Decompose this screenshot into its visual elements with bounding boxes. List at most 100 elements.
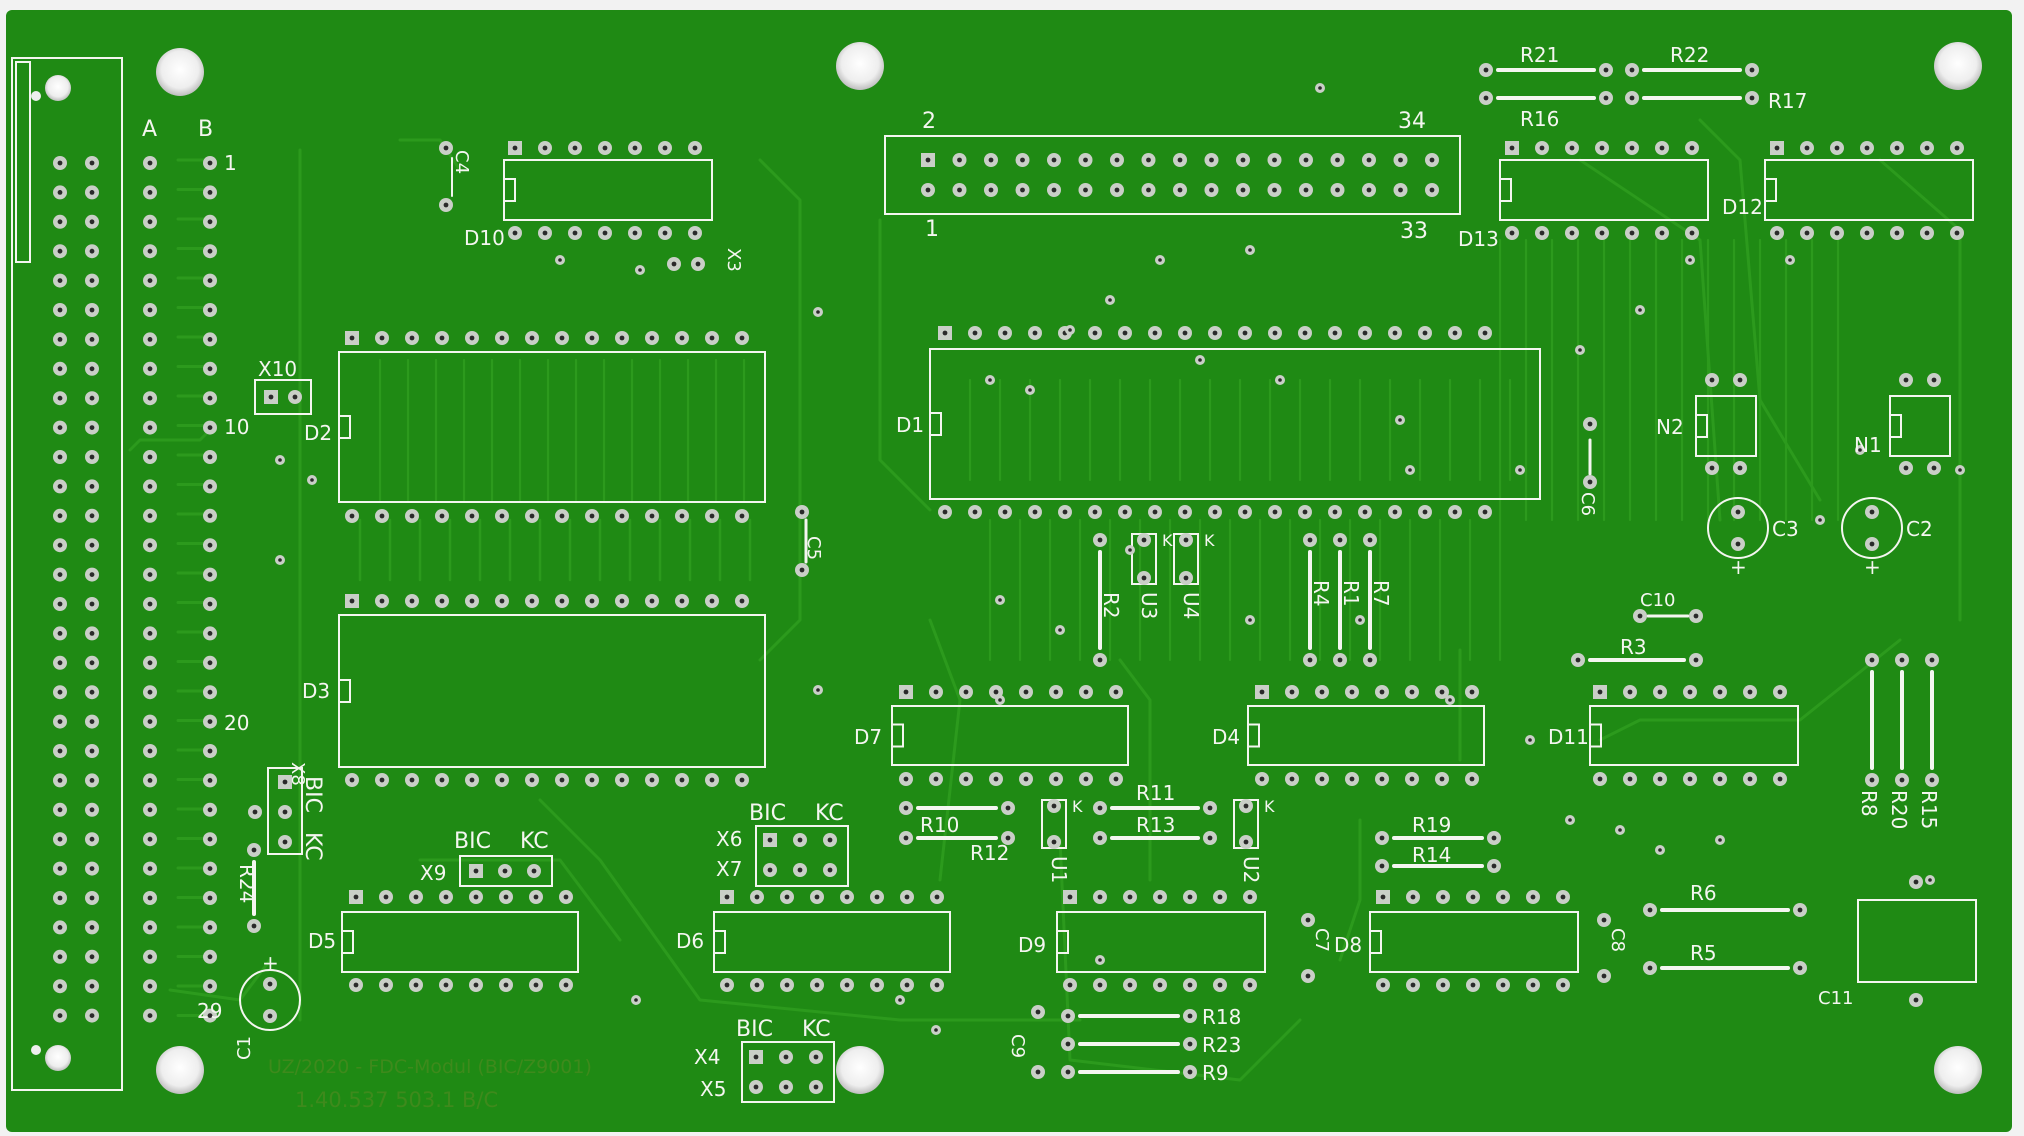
pad-hole	[282, 809, 288, 815]
pad-hole	[1539, 145, 1545, 151]
pad-hole	[349, 777, 355, 783]
pad-hole	[89, 542, 95, 548]
label-c8: C8	[1607, 928, 1628, 952]
pad-hole	[89, 160, 95, 166]
pad-hole	[1797, 965, 1803, 971]
pad-hole	[1687, 776, 1693, 782]
pad-hole	[662, 145, 668, 151]
pad-hole	[439, 335, 445, 341]
pad-hole	[649, 513, 655, 519]
pad-hole	[1157, 894, 1163, 900]
pad-hole	[1032, 330, 1038, 336]
pad-hole	[739, 513, 745, 519]
label-d4: D4	[1212, 725, 1240, 749]
via-hole	[1958, 468, 1962, 472]
pad-hole	[89, 248, 95, 254]
pad-hole	[1187, 894, 1193, 900]
pad-hole	[57, 719, 63, 724]
pad-hole	[1804, 145, 1810, 151]
pad-hole	[147, 278, 153, 283]
mounting-holes	[31, 42, 1982, 1094]
pad-hole	[1065, 1013, 1071, 1019]
pad-hole	[1749, 67, 1755, 73]
pad-hole	[797, 837, 803, 843]
x4x5-outline	[741, 1041, 835, 1103]
label-r23: R23	[1202, 1033, 1241, 1057]
label-d7: D7	[854, 725, 882, 749]
pad-hole	[814, 982, 820, 988]
pad-hole	[499, 513, 505, 519]
pad-hole	[1689, 145, 1695, 151]
label-r18: R18	[1202, 1005, 1241, 1029]
pad-hole	[1242, 509, 1248, 515]
pad-hole	[1305, 917, 1311, 923]
pad-hole	[89, 601, 95, 607]
pad-hole	[147, 660, 153, 666]
x1-row-29-label: 29	[197, 999, 222, 1023]
pad-hole	[89, 307, 95, 313]
pad-hole	[147, 366, 153, 372]
pad-hole	[1187, 1041, 1193, 1047]
pad-hole	[874, 982, 880, 988]
x1-row-10-label: 10	[224, 415, 249, 439]
label-d6: D6	[676, 929, 704, 953]
pad-hole	[1469, 689, 1475, 695]
label-r1: R1	[1339, 580, 1363, 607]
via-hole	[278, 458, 282, 462]
pad-hole	[1141, 575, 1147, 581]
pad-hole	[469, 513, 475, 519]
pad-hole	[963, 776, 969, 782]
label-n1: N1	[1854, 433, 1882, 457]
label-c1: C1	[234, 1036, 255, 1060]
pad-hole	[529, 777, 535, 783]
pad-hole	[499, 335, 505, 341]
pad-hole	[1332, 330, 1338, 336]
pad-hole	[1051, 839, 1057, 845]
pad-hole	[1303, 187, 1309, 193]
pad-hole	[1954, 145, 1960, 151]
pad-hole	[1657, 689, 1663, 695]
pad-hole	[904, 894, 910, 900]
ear-hole	[45, 1045, 71, 1071]
pad-hole	[57, 925, 63, 930]
d6-notch	[713, 930, 726, 954]
label-x4: X4	[694, 1045, 720, 1069]
pad-hole	[1146, 187, 1151, 193]
pad-hole	[1272, 330, 1278, 336]
x9-bic-label: BIC	[454, 829, 491, 854]
pad-hole	[1362, 509, 1368, 515]
pad-hole	[353, 894, 359, 900]
pad-hole	[649, 598, 655, 604]
pad-hole	[469, 335, 475, 341]
label-r12: R12	[970, 841, 1009, 865]
board-substrate	[6, 10, 2012, 1132]
pad-hole	[1062, 509, 1068, 515]
pad-hole	[1560, 982, 1566, 988]
pad-hole	[1717, 689, 1723, 695]
pad-hole	[207, 572, 213, 577]
d8-notch	[1369, 930, 1382, 954]
label-x9: X9	[420, 861, 446, 885]
pad-hole	[1051, 187, 1057, 193]
pad-hole	[147, 160, 153, 166]
trace	[1698, 118, 1822, 502]
pad-hole	[1289, 689, 1295, 695]
pad-hole	[89, 807, 95, 813]
label-r2: R2	[1099, 592, 1123, 619]
pad-hole	[57, 748, 63, 754]
pad-hole	[1899, 657, 1905, 663]
pad-hole	[1954, 230, 1960, 236]
pad-hole	[1337, 657, 1343, 663]
pad-hole	[1272, 187, 1277, 193]
d5-notch	[341, 930, 354, 954]
pad-hole	[533, 982, 539, 988]
pad-hole	[1439, 689, 1445, 695]
pad-hole	[1804, 230, 1810, 236]
pad-hole	[1410, 894, 1416, 900]
pad-hole	[529, 335, 535, 341]
pad-hole	[1183, 537, 1189, 543]
pad-hole	[1305, 973, 1311, 979]
x6x7-outline	[755, 825, 849, 887]
pad-hole	[942, 330, 948, 336]
